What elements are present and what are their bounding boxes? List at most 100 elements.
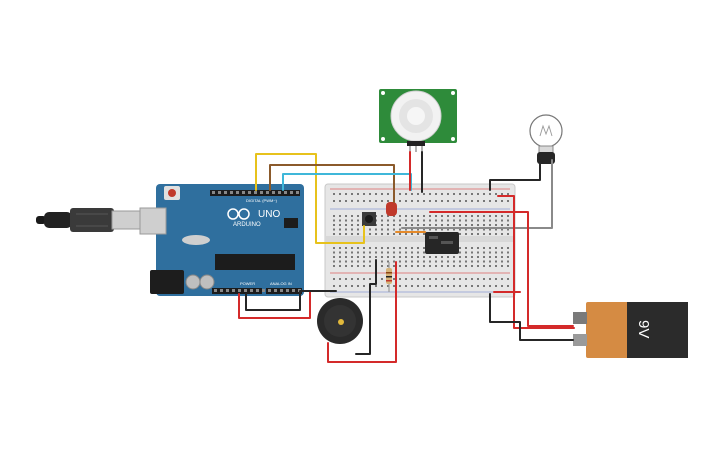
pir-sensor-icon[interactable] [379, 89, 457, 152]
breadboard-hole[interactable] [495, 247, 497, 249]
breadboard-hole[interactable] [501, 256, 503, 258]
breadboard-hole[interactable] [345, 233, 347, 235]
breadboard-hole[interactable] [447, 256, 449, 258]
breadboard-hole[interactable] [381, 247, 383, 249]
breadboard-hole[interactable] [381, 233, 383, 235]
breadboard-hole[interactable] [507, 193, 509, 195]
digital-pin[interactable] [260, 191, 263, 194]
breadboard-hole[interactable] [417, 278, 419, 280]
breadboard-hole[interactable] [333, 219, 335, 222]
breadboard-hole[interactable] [489, 247, 491, 249]
breadboard-hole[interactable] [483, 251, 485, 254]
breadboard-hole[interactable] [351, 285, 353, 287]
breadboard-hole[interactable] [453, 260, 455, 263]
breadboard-hole[interactable] [477, 247, 479, 249]
breadboard-hole[interactable] [435, 260, 437, 263]
breadboard-hole[interactable] [381, 193, 383, 195]
breadboard-hole[interactable] [477, 200, 479, 202]
breadboard-hole[interactable] [381, 256, 383, 258]
breadboard-hole[interactable] [411, 256, 413, 258]
breadboard-hole[interactable] [363, 256, 365, 258]
breadboard-hole[interactable] [411, 215, 413, 217]
breadboard-hole[interactable] [507, 219, 509, 222]
breadboard-hole[interactable] [465, 193, 467, 195]
power-analog-pin[interactable] [292, 289, 295, 292]
breadboard-hole[interactable] [375, 251, 377, 254]
breadboard-hole[interactable] [387, 224, 389, 226]
breadboard-hole[interactable] [471, 247, 473, 249]
breadboard-hole[interactable] [501, 260, 503, 263]
breadboard-hole[interactable] [489, 256, 491, 258]
breadboard-hole[interactable] [417, 193, 419, 195]
light-bulb-icon[interactable] [529, 114, 563, 164]
breadboard-hole[interactable] [477, 278, 479, 280]
breadboard-hole[interactable] [339, 265, 341, 267]
breadboard-hole[interactable] [471, 278, 473, 280]
breadboard-hole[interactable] [459, 285, 461, 287]
breadboard-hole[interactable] [333, 233, 335, 235]
wire-brown[interactable] [269, 164, 395, 203]
breadboard-hole[interactable] [339, 260, 341, 263]
breadboard-hole[interactable] [429, 256, 431, 258]
breadboard-hole[interactable] [423, 228, 425, 231]
breadboard-hole[interactable] [339, 228, 341, 231]
breadboard-hole[interactable] [465, 285, 467, 287]
digital-pin[interactable] [230, 191, 233, 194]
breadboard-hole[interactable] [465, 200, 467, 202]
breadboard-hole[interactable] [405, 200, 407, 202]
breadboard-hole[interactable] [399, 260, 401, 263]
pushbutton-icon[interactable] [362, 212, 376, 226]
breadboard-hole[interactable] [429, 215, 431, 217]
breadboard-hole[interactable] [429, 228, 431, 231]
breadboard-hole[interactable] [399, 265, 401, 267]
breadboard-hole[interactable] [345, 278, 347, 280]
breadboard-hole[interactable] [363, 247, 365, 249]
breadboard-hole[interactable] [435, 215, 437, 217]
breadboard-hole[interactable] [417, 224, 419, 226]
breadboard-hole[interactable] [339, 251, 341, 254]
breadboard-hole[interactable] [447, 278, 449, 280]
power-analog-pin[interactable] [220, 289, 223, 292]
breadboard-hole[interactable] [447, 260, 449, 263]
breadboard-hole[interactable] [501, 215, 503, 217]
breadboard-hole[interactable] [339, 219, 341, 222]
breadboard-hole[interactable] [501, 233, 503, 235]
breadboard-hole[interactable] [375, 285, 377, 287]
breadboard-hole[interactable] [507, 278, 509, 280]
breadboard-hole[interactable] [477, 260, 479, 263]
breadboard-hole[interactable] [351, 247, 353, 249]
breadboard-hole[interactable] [387, 219, 389, 222]
digital-pin[interactable] [212, 191, 215, 194]
breadboard-hole[interactable] [471, 285, 473, 287]
breadboard-hole[interactable] [345, 219, 347, 222]
breadboard-hole[interactable] [345, 193, 347, 195]
breadboard-hole[interactable] [471, 265, 473, 267]
breadboard-hole[interactable] [387, 285, 389, 287]
breadboard-hole[interactable] [507, 233, 509, 235]
wire-bulb-1[interactable] [489, 159, 541, 191]
breadboard-hole[interactable] [441, 278, 443, 280]
breadboard-hole[interactable] [369, 256, 371, 258]
breadboard-hole[interactable] [453, 285, 455, 287]
breadboard-hole[interactable] [495, 256, 497, 258]
breadboard-hole[interactable] [387, 200, 389, 202]
breadboard-hole[interactable] [489, 224, 491, 226]
power-analog-pin[interactable] [280, 289, 283, 292]
breadboard-hole[interactable] [465, 278, 467, 280]
breadboard-hole[interactable] [471, 228, 473, 231]
breadboard-hole[interactable] [339, 256, 341, 258]
breadboard-hole[interactable] [357, 256, 359, 258]
breadboard-hole[interactable] [495, 200, 497, 202]
breadboard-hole[interactable] [345, 200, 347, 202]
breadboard-hole[interactable] [405, 285, 407, 287]
breadboard-hole[interactable] [399, 228, 401, 231]
breadboard-hole[interactable] [429, 224, 431, 226]
breadboard-hole[interactable] [459, 278, 461, 280]
breadboard-hole[interactable] [339, 224, 341, 226]
breadboard-hole[interactable] [357, 228, 359, 231]
breadboard-hole[interactable] [459, 247, 461, 249]
breadboard-hole[interactable] [363, 260, 365, 263]
power-analog-pin[interactable] [268, 289, 271, 292]
breadboard-hole[interactable] [405, 278, 407, 280]
breadboard-hole[interactable] [495, 228, 497, 231]
